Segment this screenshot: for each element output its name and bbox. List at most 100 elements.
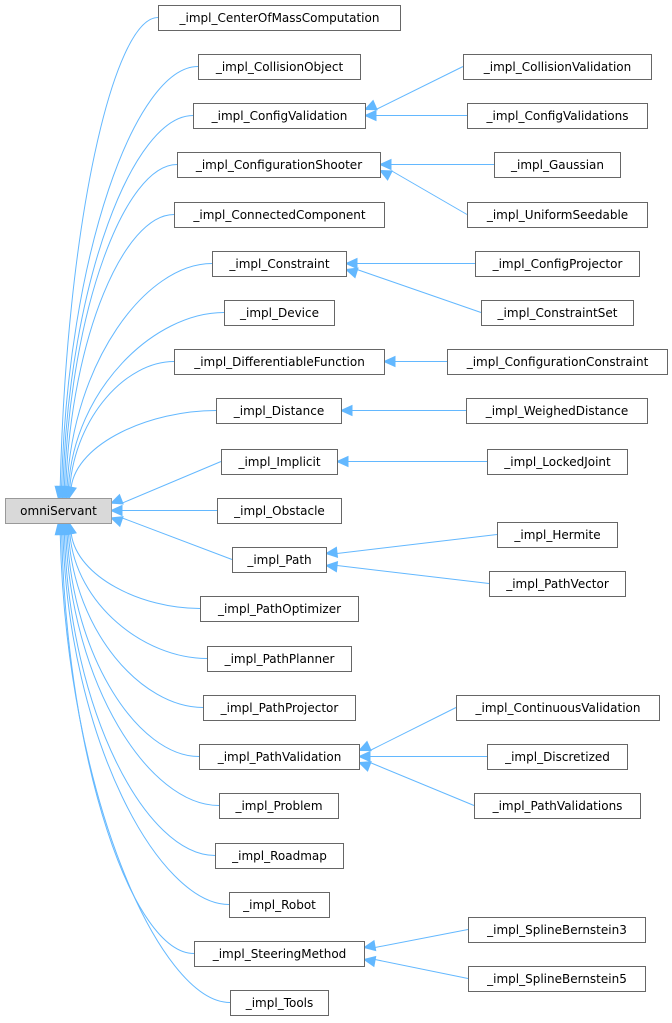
class-node-impl-configuration-shooter[interactable]: _impl_ConfigurationShooter — [177, 152, 381, 178]
edge-impl-center-of-mass-computation-to-omni-servant — [59, 17, 159, 488]
class-node-impl-distance[interactable]: _impl_Distance — [216, 398, 342, 424]
class-node-box — [200, 596, 359, 622]
class-node-impl-path-vector[interactable]: _impl_PathVector — [489, 571, 626, 597]
edge-impl-path-to-omni-servant-arrowhead — [109, 516, 124, 528]
class-node-impl-obstacle[interactable]: _impl_Obstacle — [217, 498, 342, 524]
class-node-box — [468, 917, 646, 943]
class-node-impl-hermite[interactable]: _impl_Hermite — [497, 522, 618, 548]
class-node-impl-continuous-validation[interactable]: _impl_ContinuousValidation — [456, 695, 660, 721]
class-node-impl-problem[interactable]: _impl_Problem — [219, 793, 339, 819]
class-node-impl-locked-joint[interactable]: _impl_LockedJoint — [487, 449, 628, 475]
edge-impl-problem-to-omni-servant — [65, 533, 220, 806]
class-node-box — [219, 793, 339, 819]
class-node-impl-path-validations[interactable]: _impl_PathValidations — [474, 793, 641, 819]
class-node-box — [475, 251, 640, 277]
class-node-impl-discretized[interactable]: _impl_Discretized — [487, 744, 628, 770]
class-node-impl-path-validation[interactable]: _impl_PathValidation — [199, 744, 360, 770]
edge-impl-distance-to-omni-servant — [70, 410, 217, 488]
class-node-impl-configuration-constraint[interactable]: _impl_ConfigurationConstraint — [447, 349, 668, 375]
edge-impl-constraint-set-to-impl-constraint-arrowhead — [344, 267, 359, 279]
class-node-impl-weighed-distance[interactable]: _impl_WeighedDistance — [466, 398, 648, 424]
class-node-label: _impl_DifferentiableFunction — [193, 355, 365, 369]
edge-impl-locked-joint-to-impl-implicit-arrowhead — [335, 455, 349, 468]
class-node-impl-path-optimizer[interactable]: _impl_PathOptimizer — [200, 596, 359, 622]
class-node-impl-center-of-mass-computation[interactable]: _impl_CenterOfMassComputation — [158, 5, 401, 31]
class-node-impl-collision-object[interactable]: _impl_CollisionObject — [198, 54, 361, 80]
class-node-label: _impl_UniformSeedable — [486, 208, 628, 222]
edge-impl-hermite-to-impl-path — [336, 534, 498, 554]
class-node-label: _impl_Problem — [234, 799, 322, 813]
class-node-label: _impl_ConfigurationShooter — [195, 158, 362, 172]
class-node-label: _impl_PathValidations — [492, 799, 623, 813]
class-node-box — [177, 152, 381, 178]
class-node-impl-robot[interactable]: _impl_Robot — [229, 892, 330, 918]
class-node-box — [5, 498, 112, 524]
class-node-label: _impl_Hermite — [513, 528, 600, 542]
class-node-box — [174, 349, 385, 375]
class-node-box — [456, 695, 660, 721]
class-node-impl-constraint-set[interactable]: _impl_ConstraintSet — [481, 300, 634, 326]
class-node-box — [229, 892, 330, 918]
class-node-impl-gaussian[interactable]: _impl_Gaussian — [494, 152, 621, 178]
class-node-impl-path[interactable]: _impl_Path — [232, 547, 327, 573]
class-node-label: _impl_SplineBernstein3 — [486, 923, 627, 937]
class-node-box — [216, 398, 342, 424]
class-node-box — [487, 744, 628, 770]
edge-impl-config-validations-to-impl-config-validation-arrowhead — [363, 109, 377, 122]
class-node-box — [215, 843, 344, 869]
class-node-box — [232, 547, 327, 573]
class-node-impl-spline-bernstein5[interactable]: _impl_SplineBernstein5 — [468, 966, 646, 992]
edge-impl-path-vector-to-impl-path-arrowhead — [324, 560, 339, 573]
class-node-label: _impl_LockedJoint — [503, 455, 611, 469]
class-node-box — [194, 941, 365, 967]
edge-impl-implicit-to-omni-servant — [121, 461, 222, 504]
class-node-label: _impl_Implicit — [237, 455, 320, 469]
class-node-label: _impl_SplineBernstein5 — [486, 972, 627, 986]
edge-impl-path-validations-to-impl-path-validation-arrowhead — [357, 761, 372, 772]
edge-impl-device-to-omni-servant — [67, 312, 225, 488]
class-node-label: _impl_ConfigurationConstraint — [466, 355, 649, 369]
class-node-box — [466, 398, 648, 424]
class-node-label: _impl_ConfigProjector — [492, 257, 623, 271]
edge-impl-collision-validation-to-impl-config-validation-arrowhead — [363, 99, 378, 111]
class-node-label: _impl_Device — [239, 306, 319, 320]
class-node-impl-spline-bernstein3[interactable]: _impl_SplineBernstein3 — [468, 917, 646, 943]
class-node-omni-servant[interactable]: omniServant — [5, 498, 112, 524]
class-node-impl-tools[interactable]: _impl_Tools — [230, 990, 329, 1016]
class-node-impl-config-validations[interactable]: _impl_ConfigValidations — [467, 103, 648, 129]
class-node-box — [207, 646, 352, 672]
class-node-box — [199, 744, 360, 770]
class-node-label: _impl_Obstacle — [233, 504, 325, 518]
class-node-box — [447, 349, 668, 375]
class-node-label: _impl_Discretized — [504, 750, 610, 764]
class-node-label: _impl_PathPlanner — [224, 652, 335, 666]
class-node-impl-collision-validation[interactable]: _impl_CollisionValidation — [463, 54, 652, 80]
edge-impl-steering-method-to-omni-servant — [61, 533, 195, 954]
class-node-impl-config-projector[interactable]: _impl_ConfigProjector — [475, 251, 640, 277]
class-node-box — [467, 202, 648, 228]
edge-impl-path-validation-to-omni-servant — [66, 533, 200, 757]
class-node-label: _impl_Constraint — [228, 257, 329, 271]
class-node-impl-config-validation[interactable]: _impl_ConfigValidation — [193, 103, 366, 129]
class-node-box — [174, 202, 385, 228]
class-node-label: _impl_Gaussian — [510, 158, 604, 172]
class-node-impl-constraint[interactable]: _impl_Constraint — [212, 251, 347, 277]
class-node-box — [468, 966, 646, 992]
class-node-impl-uniform-seedable[interactable]: _impl_UniformSeedable — [467, 202, 648, 228]
class-node-label: _impl_Distance — [233, 404, 324, 418]
class-node-impl-implicit[interactable]: _impl_Implicit — [221, 449, 338, 475]
class-node-box — [481, 300, 634, 326]
class-node-impl-differentiable-function[interactable]: _impl_DifferentiableFunction — [174, 349, 385, 375]
edge-impl-differentiable-function-to-omni-servant — [69, 361, 175, 488]
class-node-label: _impl_Robot — [242, 898, 316, 912]
class-node-impl-device[interactable]: _impl_Device — [224, 300, 335, 326]
class-node-impl-path-projector[interactable]: _impl_PathProjector — [203, 695, 356, 721]
class-node-impl-path-planner[interactable]: _impl_PathPlanner — [207, 646, 352, 672]
class-node-label: _impl_PathProjector — [220, 701, 339, 715]
class-node-impl-roadmap[interactable]: _impl_Roadmap — [215, 843, 344, 869]
class-node-impl-steering-method[interactable]: _impl_SteeringMethod — [194, 941, 365, 967]
class-node-box — [474, 793, 641, 819]
class-node-box — [198, 54, 361, 80]
class-node-impl-connected-component[interactable]: _impl_ConnectedComponent — [174, 202, 385, 228]
